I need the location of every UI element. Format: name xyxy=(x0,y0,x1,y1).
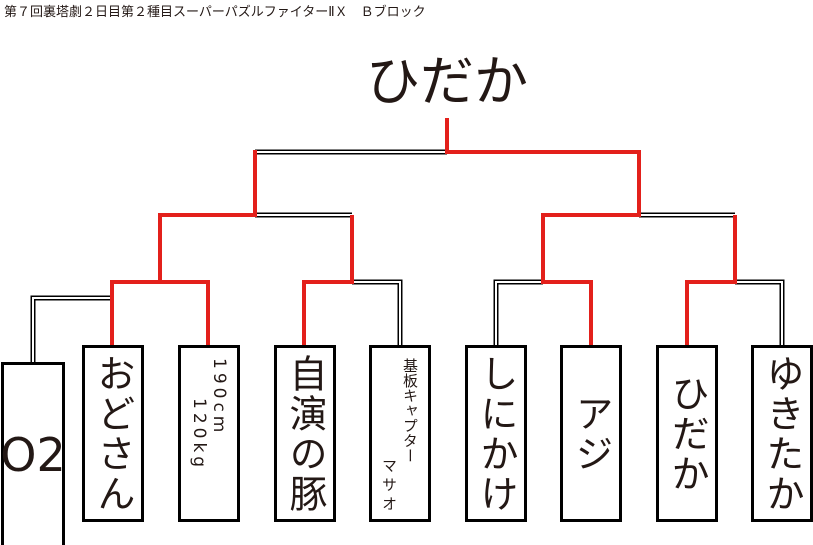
entrant-name: 自演の豚 xyxy=(283,353,327,514)
bracket-title: 第７回裏塔劇２日目第２種目スーパーパズルファイターⅡＸ Ｂブロック xyxy=(4,5,426,20)
entrant-name: しにかけ xyxy=(474,353,518,514)
entrant-masao: 基板キャプターマサオ xyxy=(369,345,431,522)
entrant-hidaka: ひだか xyxy=(656,345,718,522)
winner-lines xyxy=(110,118,737,345)
entrant-line-1: 基板キャプター xyxy=(401,358,419,463)
entrant-jiennobuta: 自演の豚 xyxy=(274,345,336,522)
entrant-line-2: マサオ xyxy=(380,458,398,515)
entrant-line-2: 120kg xyxy=(189,398,209,472)
entrant-name: ひだか xyxy=(665,373,709,494)
entrant-odosan: おどさん xyxy=(82,345,144,522)
entrant-line-1: 190cm xyxy=(209,358,229,437)
entrant-name: O2 xyxy=(0,428,66,482)
loser-lines xyxy=(30,149,785,363)
entrant-shinikake: しにかけ xyxy=(465,345,527,522)
champion-name: ひだか xyxy=(366,50,528,113)
entrant-name: アジ xyxy=(569,393,613,474)
entrant-name: ゆきたか xyxy=(760,353,804,514)
entrant-name: おどさん xyxy=(91,353,135,514)
entrant-o2: O2 xyxy=(0,362,66,545)
entrant-yukitaka: ゆきたか xyxy=(751,345,813,522)
entrant-aji: アジ xyxy=(560,345,622,522)
